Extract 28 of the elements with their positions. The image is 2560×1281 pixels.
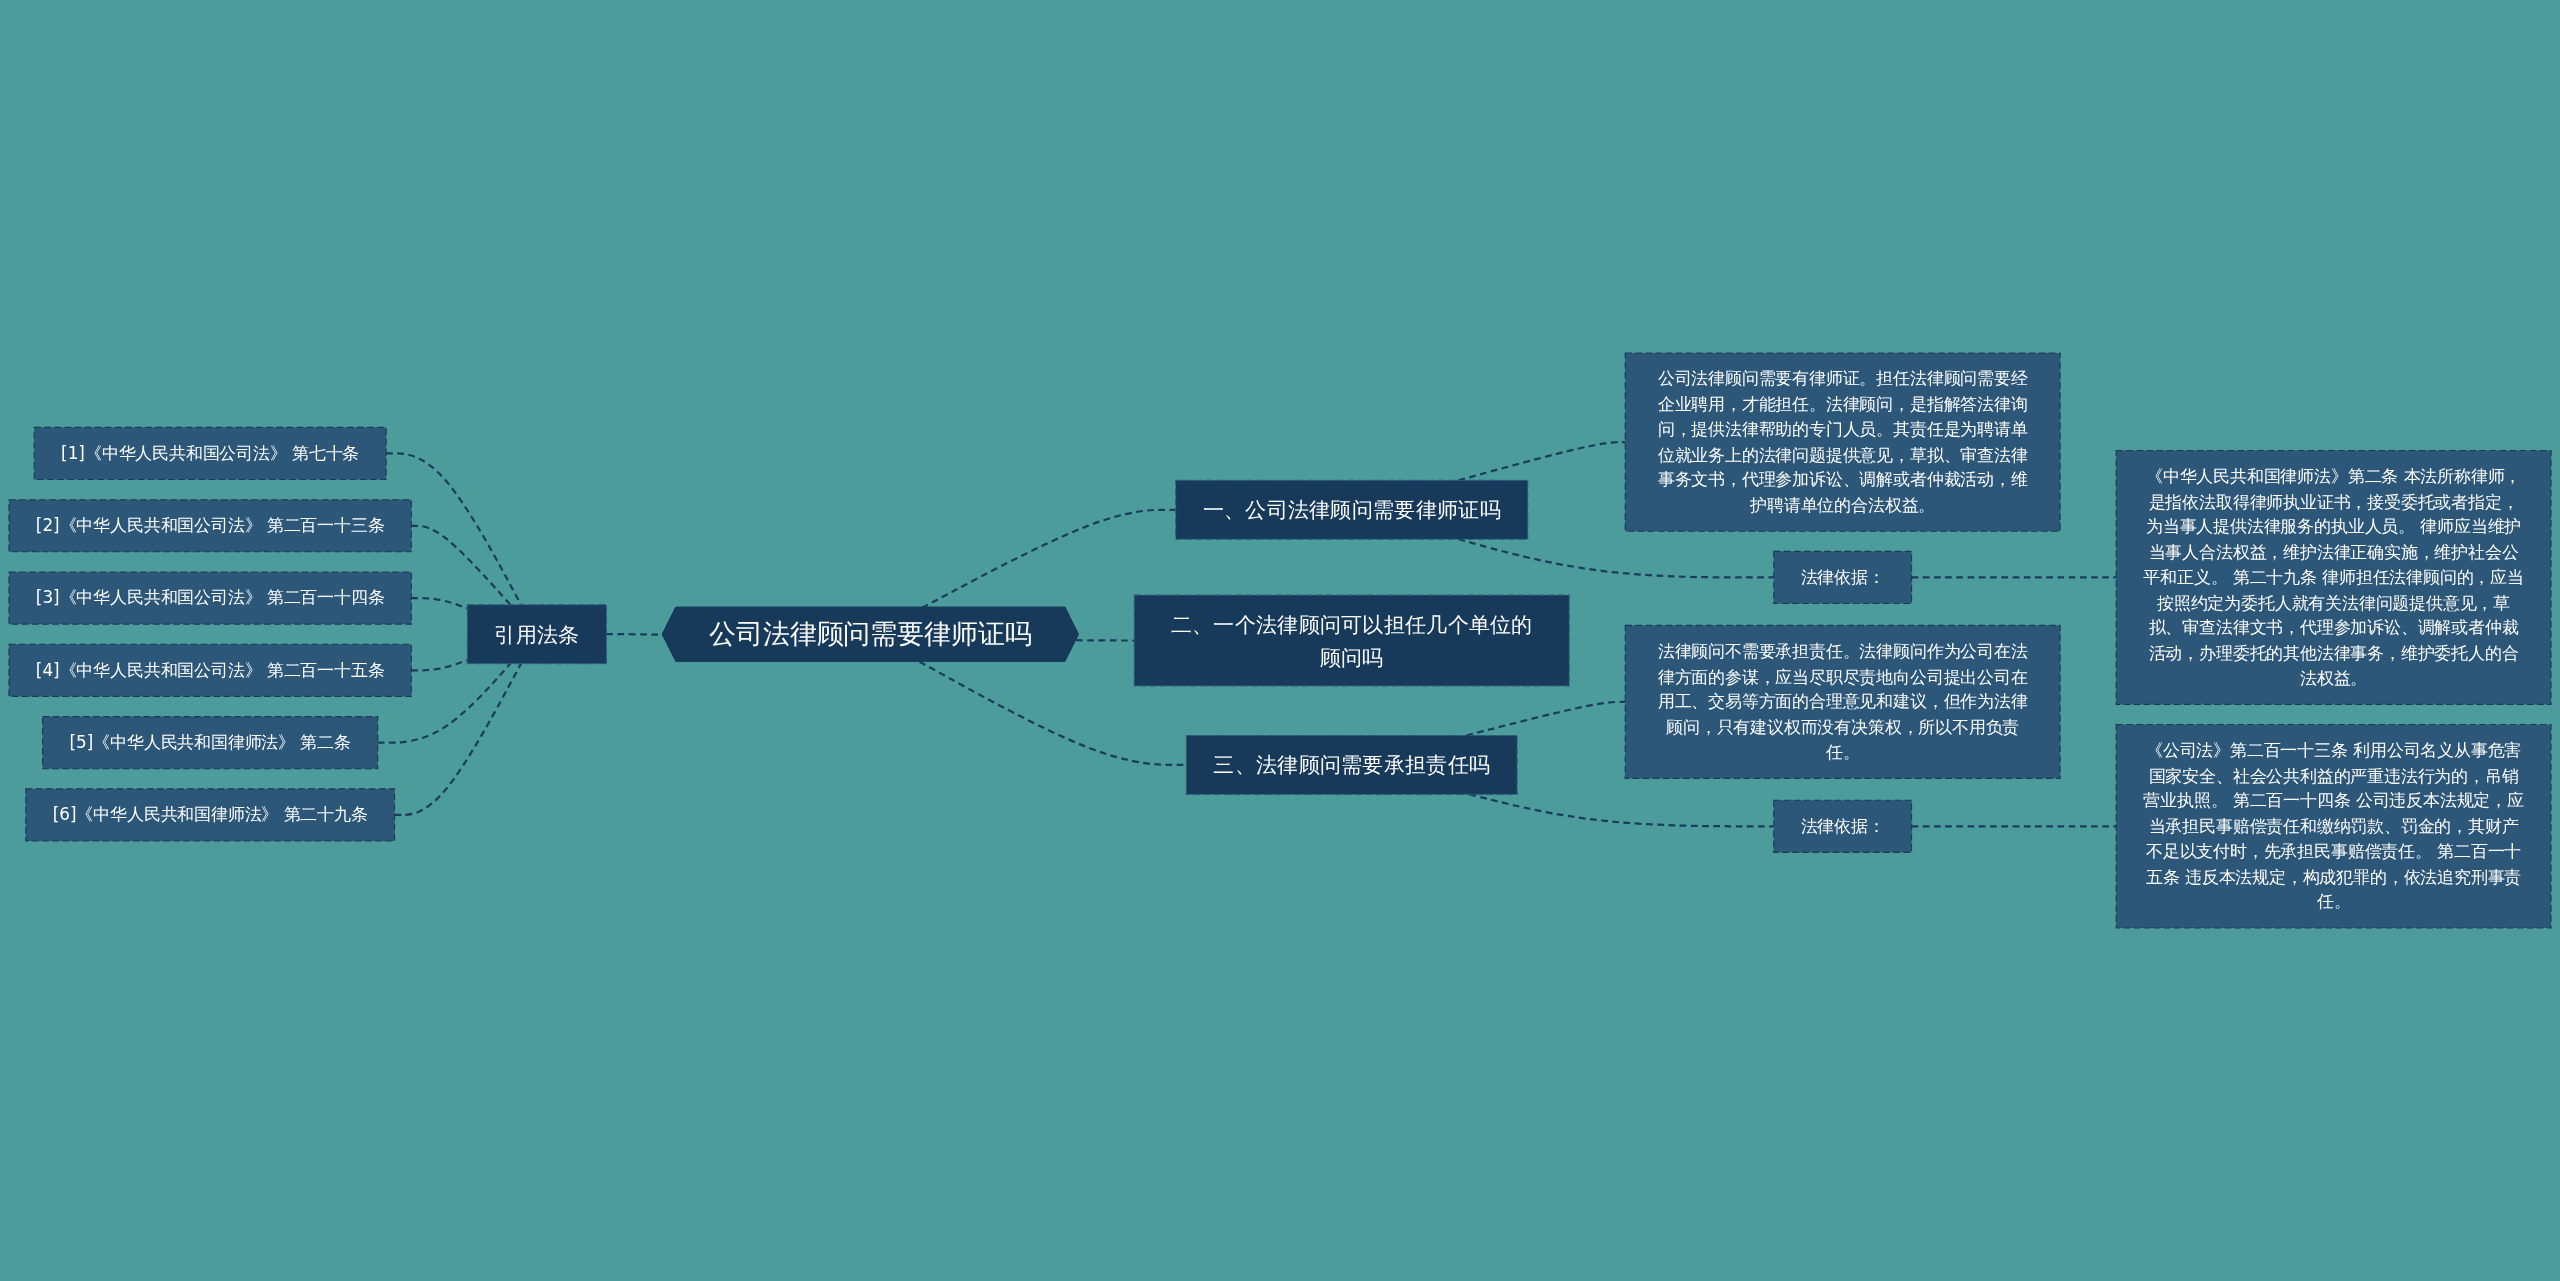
node-box: 法律依据： <box>1773 799 1913 853</box>
connector <box>1911 825 2117 828</box>
node-box: 一、公司法律顾问需要律师证吗 <box>1175 479 1529 540</box>
node-box: 三、法律顾问需要承担责任吗 <box>1185 734 1518 795</box>
node-box: [4]《中华人民共和国公司法》 第二百一十五条 <box>8 643 412 697</box>
connector <box>1076 639 1135 642</box>
connector <box>386 452 522 606</box>
node-box: 二、一个法律顾问可以担任几个单位的顾问吗 <box>1133 594 1570 687</box>
node-box: [6]《中华人民共和国律师法》 第二十九条 <box>25 788 396 842</box>
node-box: 引用法条 <box>466 604 607 665</box>
connector <box>921 508 1176 609</box>
connector <box>394 663 522 817</box>
connector <box>377 662 512 744</box>
connector <box>1458 538 1774 579</box>
node-box: 《公司法》第二百一十三条 利用公司名义从事危害国家安全、社会公共利益的严重违法行为的，吊销营业执照。 第二百一十四条 公司违反本法规定，应当承担民事赔偿责任和缴纳罚款、罚金的，其财产不足以支付时，先承担民事赔偿责任。 第二百一十五条 违反本法规定，构成犯罪的，依法追究刑事责任。 <box>2115 724 2552 929</box>
node-box: 公司法律顾问需要有律师证。担任法律顾问需要经企业聘用，才能担任。法律顾问，是指解答法律询问，提供法律帮助的专门人员。其责任是为聘请单位就业务上的法律问题提供意见，草拟、审查法律事务文书，代理参加诉讼、调解或者仲裁活动，维护聘请单位的合法权益。 <box>1624 352 2061 532</box>
node-box: 法律依据： <box>1773 550 1913 605</box>
node-box: [3]《中华人民共和国公司法》 第二百一十四条 <box>8 571 412 625</box>
connector <box>411 524 512 606</box>
node-box: 法律顾问不需要承担责任。法律顾问作为公司在法律方面的参谋，应当尽职尽责地向公司提出公司在用工、交易等方面的合理意见和建议，但作为法律顾问，只有建议权而没有决策权，所以不用负责任。 <box>1624 624 2061 779</box>
connector <box>1458 441 1626 482</box>
node-box: [5]《中华人民共和国律师法》 第二条 <box>42 716 379 770</box>
node-box: [1]《中华人民共和国公司法》 第七十条 <box>33 426 387 481</box>
connector <box>1911 576 2117 579</box>
node-box: 《中华人民共和国律师法》第二条 本法所称律师，是指依法取得律师执业证书，接受委托或者指定，为当事人提供法律服务的执业人员。 律师应当维护当事人合法权益，维护法律正确实施，维护社会公平和正义。 第二十九条 律师担任法律顾问的，应当按照约定为委托人就有关法律问题提供意见，草拟、审查法律文书，代理参加诉讼、调解或者仲裁活动，办理委托的其他法律事务，维护委托人的合法权益。 <box>2115 449 2552 705</box>
node-box: [2]《中华人民共和国公司法》 第二百一十三条 <box>8 499 412 553</box>
connector <box>1466 700 1626 737</box>
connector <box>1469 793 1774 828</box>
